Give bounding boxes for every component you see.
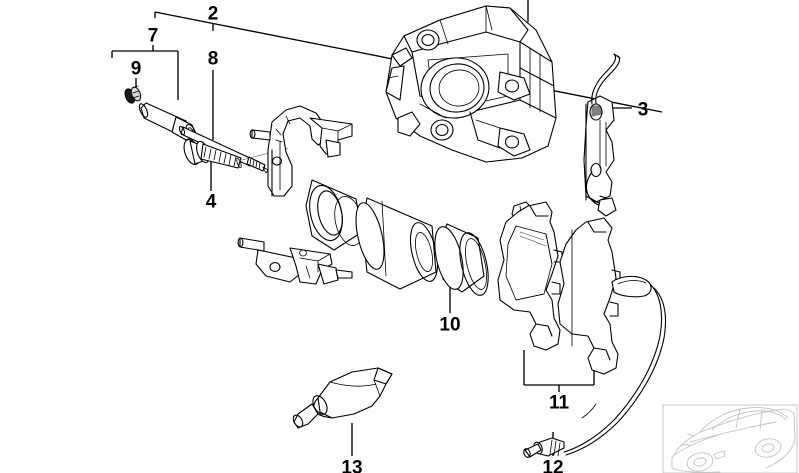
part-11-brake-pad-outer [557, 217, 621, 375]
part-9-dust-cap [124, 85, 142, 104]
part-4-hex-bolt [183, 139, 289, 169]
callout-4: 4 [205, 191, 217, 213]
part-13-grease-tube [292, 367, 393, 429]
caliper-housing [385, 5, 557, 163]
part-10-piston-sleeve [355, 197, 439, 290]
callout-13: 13 [341, 457, 363, 473]
callout-10: 10 [439, 314, 461, 336]
callout-7: 7 [147, 25, 159, 47]
caliper-carrier-bracket-upper [249, 105, 353, 197]
callout-3: 3 [637, 99, 649, 121]
part-12-wear-sensor [523, 275, 667, 458]
part-10-dust-boot-ring [305, 179, 364, 251]
callout-9: 9 [130, 58, 142, 80]
callout-12: 12 [542, 457, 564, 473]
callout-11: 11 [548, 392, 570, 414]
callout-8: 8 [207, 48, 219, 70]
callout-2: 2 [207, 3, 219, 25]
part-11-brake-pad-inner [497, 201, 563, 351]
caliper-carrier-bracket-lower [237, 237, 353, 285]
part-10-piston [434, 223, 489, 296]
